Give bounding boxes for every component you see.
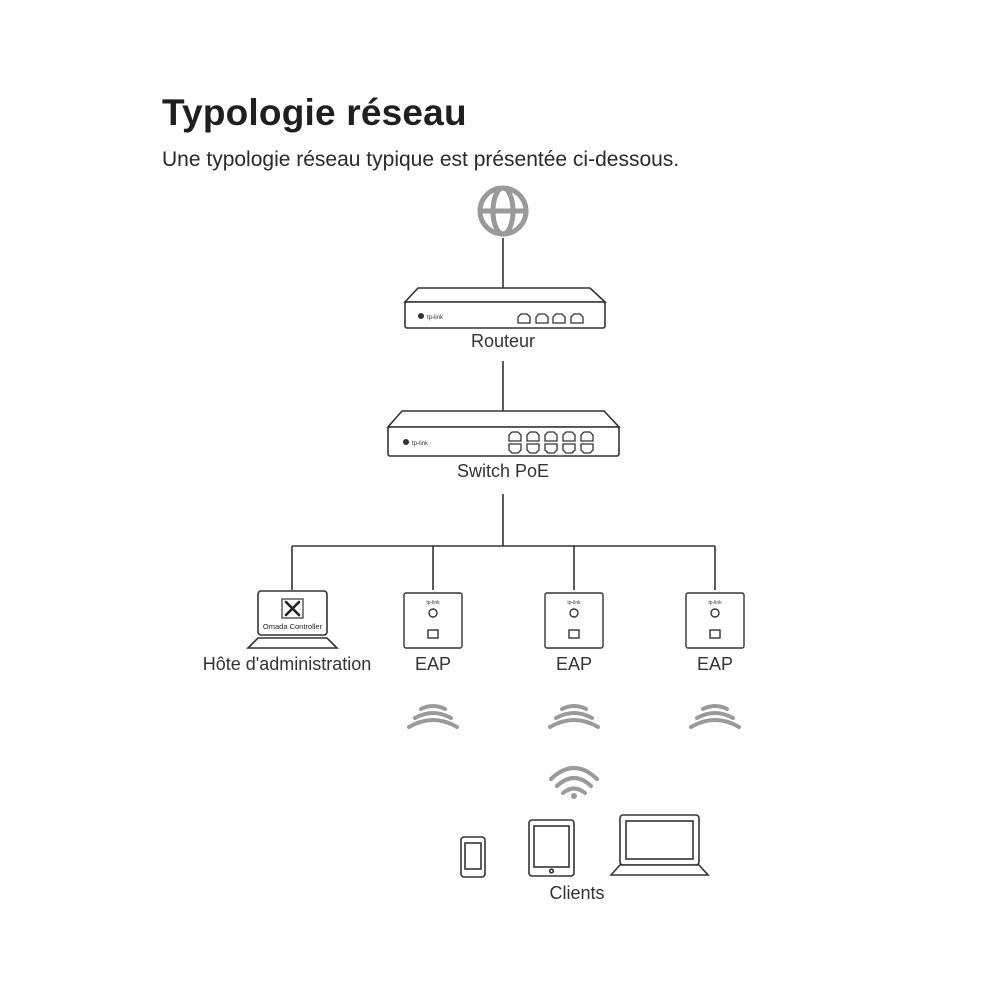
admin-laptop-icon [246,590,339,649]
router-ports [517,313,584,324]
router-icon [403,287,608,329]
wifi-signal-icon [549,766,599,795]
page-title: Typologie réseau [162,92,467,133]
globe-icon [477,185,529,237]
admin-host-label: Hôte d'administration [202,654,372,674]
clients-label: Clients [549,883,605,903]
eap-3-label: EAP [696,654,734,674]
wifi-broadcast-icon-3 [689,704,741,729]
poe-switch-icon [386,410,621,457]
eap-1-brand-text: tp-link [426,600,440,606]
switch-label: Switch PoE [456,461,550,481]
eap-2-label: EAP [555,654,593,674]
connection-lines [291,238,716,590]
smartphone-icon [460,836,486,878]
eap-1-icon [403,592,463,649]
eap-3-brand-text: tp-link [708,600,722,606]
router-label: Routeur [470,331,536,351]
eap-3-icon [685,592,745,649]
omada-tools-icon [284,600,301,617]
switch-ports [508,431,594,454]
omada-icon-frame [281,598,304,619]
router-brand-text: tp-link [427,315,444,321]
eap-2-icon [544,592,604,649]
omada-controller-screen-text: Omada Controller [263,622,323,631]
router-brand-logo-icon [418,313,424,319]
wifi-signal-dot [571,793,577,799]
tablet-icon [528,819,575,877]
switch-brand-logo-icon [403,439,409,445]
client-laptop-icon [609,814,710,876]
wifi-broadcast-icon-1 [407,704,459,729]
switch-brand-text: tp-link [412,441,429,447]
page-subtitle: Une typologie réseau typique est présent… [162,148,680,171]
eap-1-label: EAP [414,654,452,674]
eap-2-brand-text: tp-link [567,600,581,606]
wifi-broadcast-icon-2 [548,704,600,729]
